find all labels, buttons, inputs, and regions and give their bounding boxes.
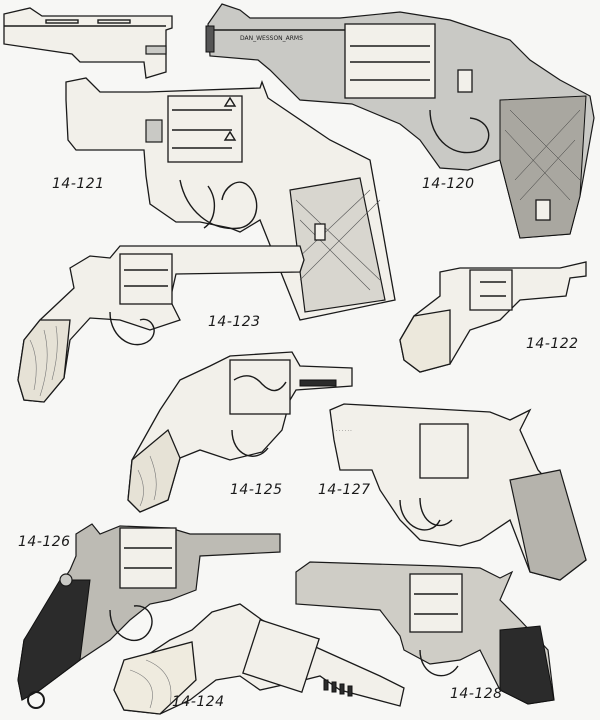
label-14-121: 14-121 [52, 176, 105, 192]
label-14-127: 14-127 [318, 482, 371, 498]
dan-wesson-inscription: DAN_WESSON_ARMS [240, 35, 303, 42]
svg-text:· · · · · ·: · · · · · · [336, 429, 352, 434]
revolver-14-123 [17, 245, 305, 403]
revolver-14-120: DAN_WESSON_ARMS [205, 3, 595, 239]
label-14-122: 14-122 [526, 336, 579, 352]
label-14-126: 14-126 [18, 534, 71, 550]
revolver-14-125 [127, 351, 353, 513]
revolver-14-122 [399, 261, 587, 373]
label-14-124: 14-124 [172, 694, 225, 710]
revolver-14-126 [17, 523, 281, 709]
revolver-14-124 [113, 603, 405, 715]
label-14-123: 14-123 [208, 314, 261, 330]
revolver-14-121-barrel [3, 7, 173, 79]
label-14-128: 14-128 [450, 686, 503, 702]
revolver-14-127: · · · · · · [329, 403, 587, 581]
revolver-14-128 [295, 561, 555, 705]
label-14-125: 14-125 [230, 482, 283, 498]
label-14-120: 14-120 [422, 176, 475, 192]
